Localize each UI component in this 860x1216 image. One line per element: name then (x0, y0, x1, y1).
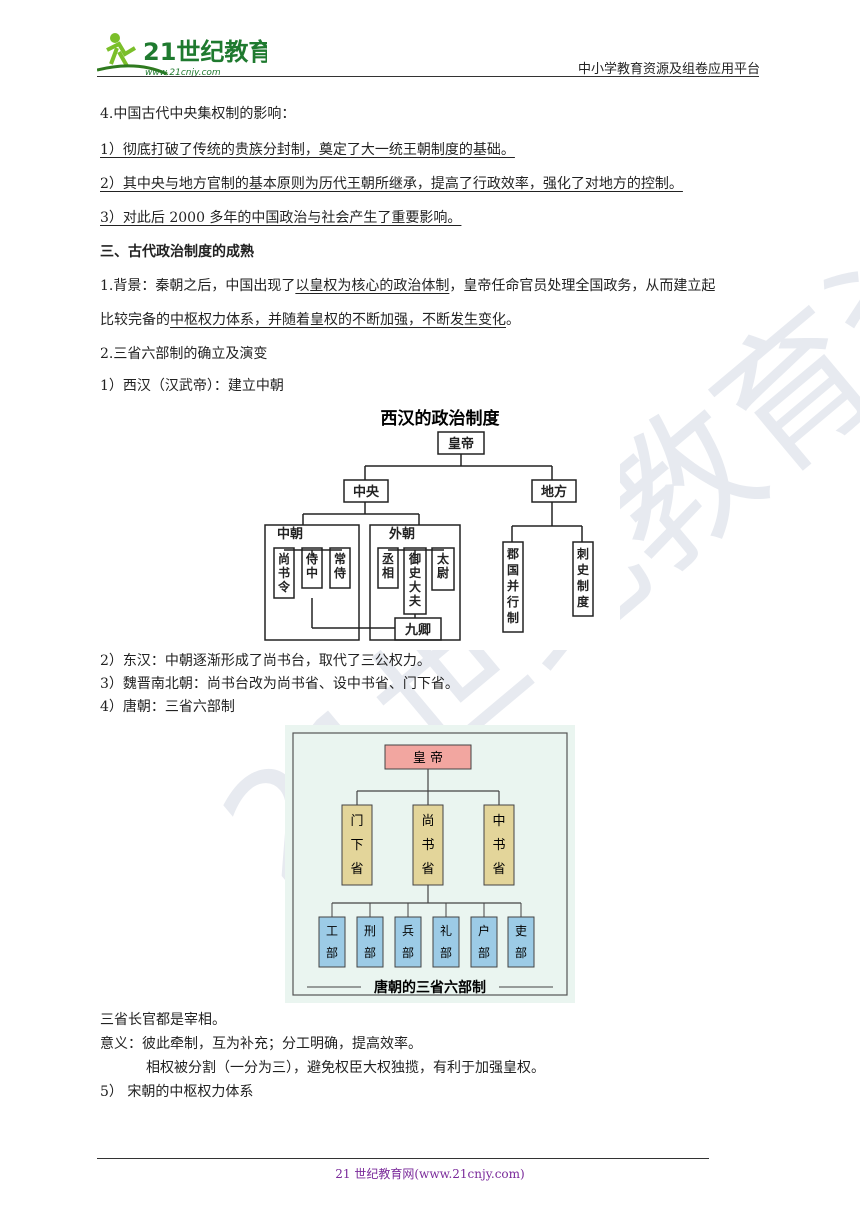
ministry-box (432, 916, 460, 968)
diagram-title: 西汉的政治制度 (381, 408, 501, 429)
local-system: 郡国并行制 (506, 547, 519, 625)
text-line: 4.中国古代中央集权制的影响： (100, 106, 296, 122)
emperor-node: 皇帝 (448, 436, 474, 452)
xihan-diagram: 西汉的政治制度 皇帝 中央 (260, 400, 620, 650)
inner-court-label: 中朝 (277, 526, 303, 542)
ministry-label: 工部 (326, 924, 338, 960)
text-line: 4）唐朝：三省六部制 (100, 699, 235, 715)
footer-divider (97, 1158, 709, 1159)
inner-court-official: 常侍 (333, 551, 346, 580)
text-line: 5） 宋朝的中枢权力体系 (100, 1084, 254, 1100)
footer-text: 21 世纪教育网(www.21cnjy.com) (335, 1167, 525, 1181)
outer-court-label: 外朝 (388, 526, 415, 542)
outer-court-official: 太尉 (437, 551, 450, 580)
province-box (341, 804, 373, 886)
section-heading: 三、古代政治制度的成熟 (100, 244, 254, 260)
diagram-caption: 唐朝的三省六部制 (374, 979, 486, 996)
inner-court-official: 侍中 (305, 551, 318, 580)
text-line: 意义：彼此牵制，互为补充；分工明确，提高效率。 (100, 1036, 422, 1052)
text-line: 比较完备的中枢权力体系，并随着皇权的不断加强，不断发生变化。 (100, 312, 520, 328)
nine-ministers-node: 九卿 (404, 623, 431, 638)
header-divider (97, 76, 759, 77)
province-label: 门下省 (350, 814, 363, 877)
text-line: 2.三省六部制的确立及演变 (100, 346, 268, 362)
province-box (412, 804, 444, 886)
local-node: 地方 (541, 484, 567, 500)
text-line: 三省长官都是宰相。 (100, 1012, 226, 1028)
outer-court-official: 御史大夫 (408, 551, 422, 608)
ministry-box (470, 916, 498, 968)
province-box (483, 804, 515, 886)
local-system: 刺史制度 (576, 546, 590, 609)
ministry-label: 礼部 (440, 923, 452, 960)
ministry-label: 户部 (478, 923, 490, 960)
text-line: 2）东汉：中朝逐渐形成了尚书台，取代了三公权力。 (100, 653, 431, 669)
ministry-box (318, 916, 346, 968)
ministry-box (394, 916, 422, 968)
ministry-box (507, 916, 535, 968)
text-line: 2）其中央与地方官制的基本原则为历代王朝所继承，提高了行政效率，强化了对地方的控… (100, 176, 683, 192)
text-line: 相权被分割（一分为三），避免权臣大权独揽，有利于加强皇权。 (146, 1060, 545, 1076)
text-line: 1.背景：秦朝之后，中国出现了以皇权为核心的政治体制，皇帝任命官员处理全国政务，… (100, 278, 716, 294)
text-line: 3）对此后 2000 多年的中国政治与社会产生了重要影响。 (100, 210, 462, 226)
outer-court-official: 丞相 (382, 551, 394, 580)
text-line: 3）魏晋南北朝：尚书台改为尚书省、设中书省、门下省。 (100, 676, 459, 692)
ministry-label: 兵部 (402, 924, 414, 960)
emperor-box: 皇 帝 (413, 750, 443, 766)
text-line: 1）彻底打破了传统的贵族分封制，奠定了大一统王朝制度的基础。 (100, 142, 515, 158)
ministry-label: 吏部 (515, 923, 527, 960)
platform-name: 中小学教育资源及组卷应用平台 (577, 62, 760, 77)
site-logo: 21世纪教育 www.21cnjy.com (96, 30, 272, 80)
inner-court-official: 尚书令 (277, 551, 291, 594)
ministry-label: 刑部 (364, 924, 376, 960)
central-node: 中央 (353, 484, 380, 500)
logo-text: 21世纪教育 (143, 38, 267, 66)
ministry-box (356, 916, 384, 968)
province-label: 尚书省 (421, 814, 434, 877)
province-label: 中书省 (492, 814, 505, 877)
logo-url: www.21cnjy.com (145, 68, 221, 78)
text-line: 1）西汉（汉武帝）：建立中朝 (100, 378, 284, 394)
